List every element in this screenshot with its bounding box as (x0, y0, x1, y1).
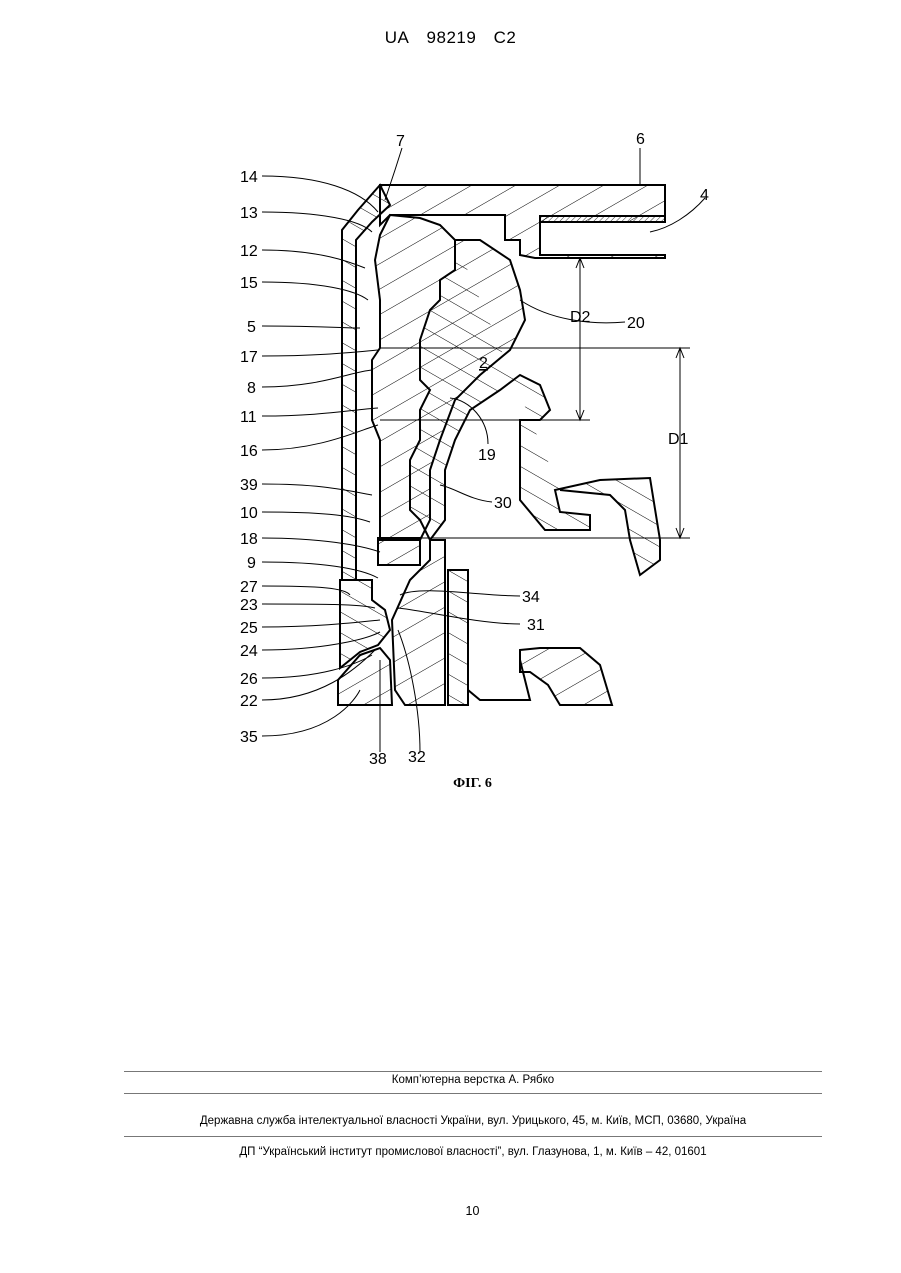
svg-text:10: 10 (240, 505, 258, 522)
svg-text:8: 8 (247, 380, 256, 397)
footer-layout: Комп’ютерна верстка А. Рябко (124, 1074, 822, 1086)
svg-text:15: 15 (240, 275, 258, 292)
svg-text:39: 39 (240, 477, 258, 494)
figure-labels-bottom: 38 32 (369, 749, 426, 768)
block-18 (378, 538, 420, 565)
svg-text:17: 17 (240, 349, 258, 366)
svg-text:25: 25 (240, 620, 258, 637)
svg-text:38: 38 (369, 751, 387, 768)
svg-text:31: 31 (527, 617, 545, 634)
svg-text:13: 13 (240, 205, 258, 222)
ribbed-tube (410, 240, 660, 575)
figure-caption: ФІГ. 6 (0, 776, 901, 792)
svg-text:9: 9 (247, 555, 256, 572)
bottom-right-block (520, 648, 612, 705)
svg-text:12: 12 (240, 243, 258, 260)
svg-text:6: 6 (636, 131, 645, 148)
svg-text:D1: D1 (668, 431, 689, 448)
patent-figure-drawing: 14 13 12 15 5 17 8 11 16 39 10 18 9 27 2… (0, 0, 901, 820)
svg-text:7: 7 (396, 133, 405, 150)
page-number: 10 (0, 1204, 901, 1218)
svg-text:24: 24 (240, 643, 258, 660)
svg-text:27: 27 (240, 579, 258, 596)
svg-text:5: 5 (247, 319, 256, 336)
svg-text:14: 14 (240, 169, 258, 186)
svg-text:4: 4 (700, 187, 709, 204)
sleeve-part (448, 570, 468, 705)
footer-publisher: Державна служба інтелектуальної власност… (124, 1115, 822, 1127)
svg-text:18: 18 (240, 531, 258, 548)
svg-text:11: 11 (240, 409, 257, 426)
svg-text:16: 16 (240, 443, 258, 460)
footer-institute: ДП “Український інститут промислової вла… (124, 1146, 822, 1158)
svg-text:22: 22 (240, 693, 258, 710)
svg-text:32: 32 (408, 749, 426, 766)
svg-text:23: 23 (240, 597, 258, 614)
svg-text:35: 35 (240, 729, 258, 746)
footer-rule (124, 1071, 822, 1072)
svg-text:30: 30 (494, 495, 512, 512)
footer-rule (124, 1093, 822, 1094)
svg-text:2: 2 (479, 355, 488, 372)
film-strip (540, 216, 665, 222)
footer-rule (124, 1136, 822, 1137)
svg-text:34: 34 (522, 589, 540, 606)
svg-text:19: 19 (478, 447, 496, 464)
svg-text:20: 20 (627, 315, 645, 332)
svg-text:26: 26 (240, 671, 258, 688)
svg-text:D2: D2 (570, 309, 591, 326)
figure-labels-left: 14 13 12 15 5 17 8 11 16 39 10 18 9 27 2… (240, 169, 258, 746)
